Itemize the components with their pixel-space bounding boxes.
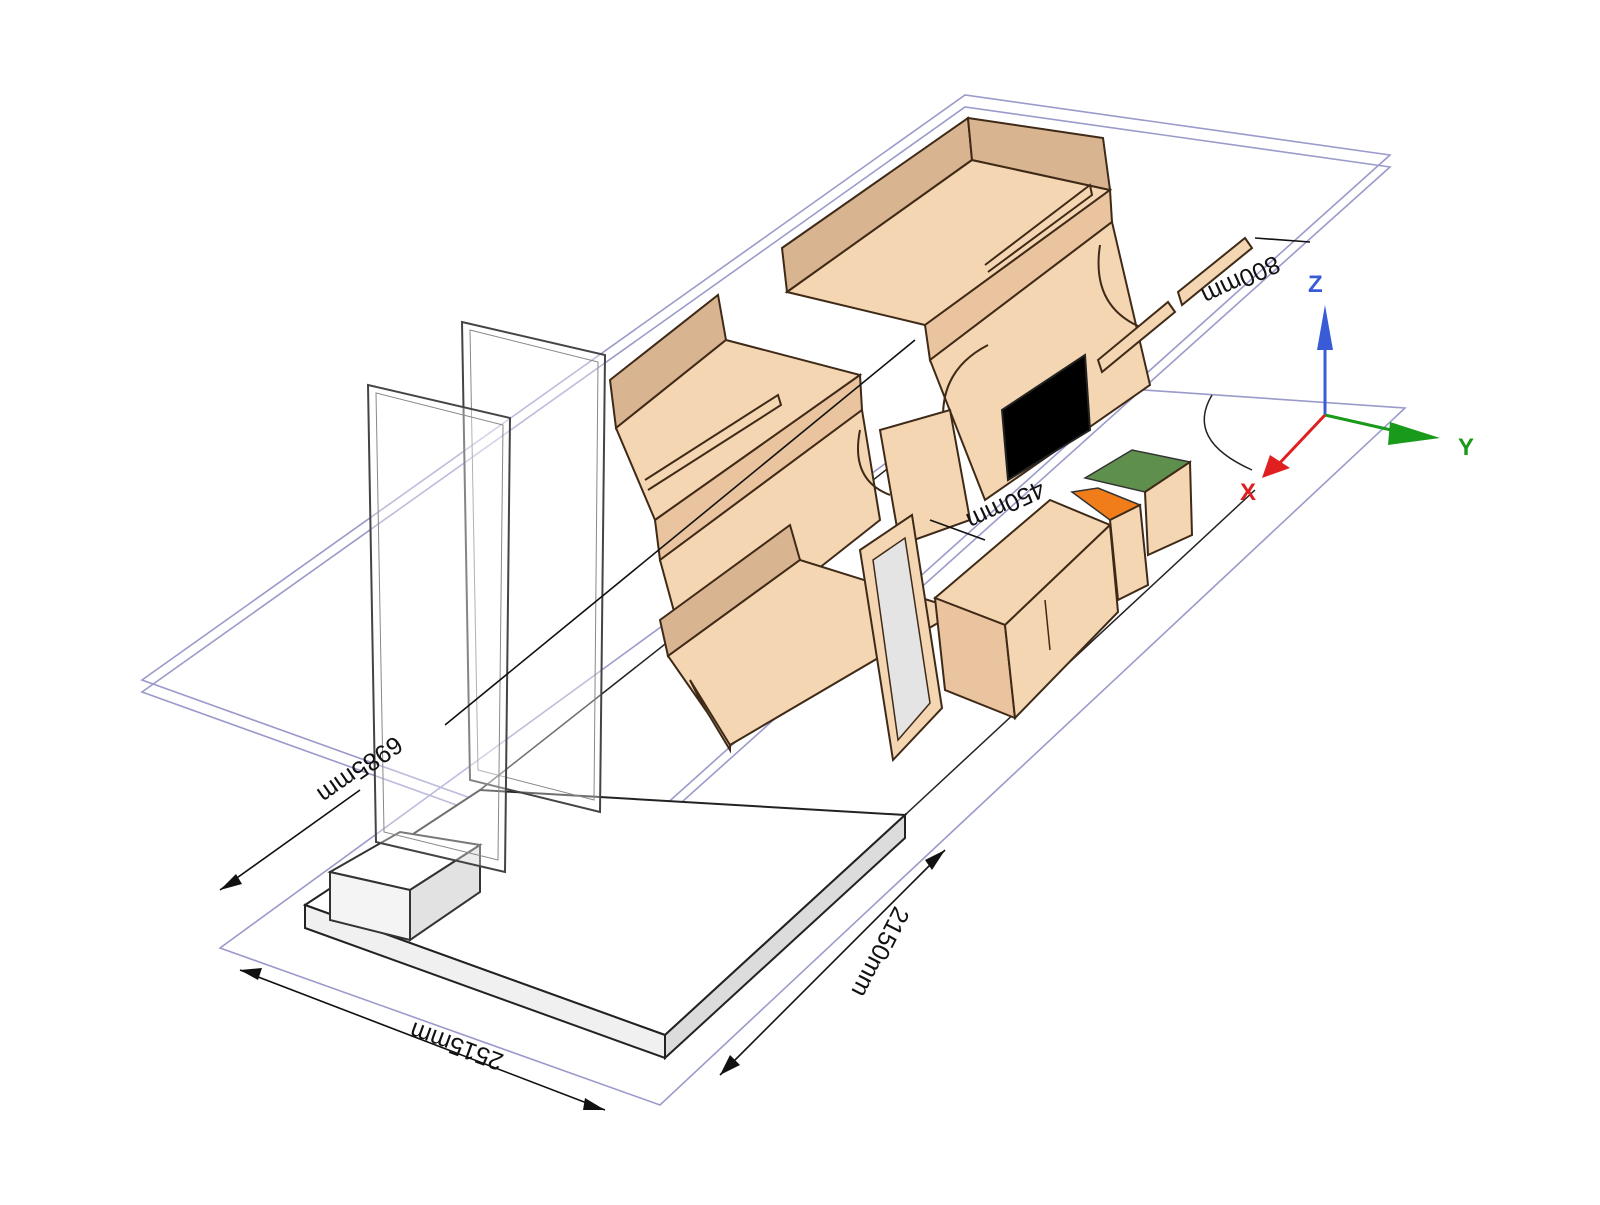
y-axis-label: Y <box>1458 434 1474 461</box>
dim-width: 2515mm <box>406 1016 507 1076</box>
rail-pieces <box>1096 236 1254 374</box>
glass-partition-1 <box>460 320 607 814</box>
z-axis-label: Z <box>1308 271 1323 298</box>
dim-floor-section: 2150mm <box>845 902 914 1001</box>
orange-box <box>1070 487 1150 602</box>
monitor <box>1000 353 1092 482</box>
x-axis-arrow <box>1262 455 1290 478</box>
green-box <box>1083 449 1194 557</box>
y-axis-arrow <box>1388 422 1440 445</box>
dimension-lines <box>219 237 1311 1111</box>
glass-partition-2 <box>366 383 512 874</box>
x-axis-label: X <box>1240 479 1256 506</box>
desk-cabinet <box>933 498 1120 721</box>
mirror-panel <box>858 513 944 763</box>
upper-bunk-right <box>780 116 1152 502</box>
axis-triad <box>1262 305 1440 478</box>
door-swing-arc <box>1203 394 1253 471</box>
storage-box <box>327 830 483 942</box>
z-axis-arrow <box>1317 305 1333 350</box>
